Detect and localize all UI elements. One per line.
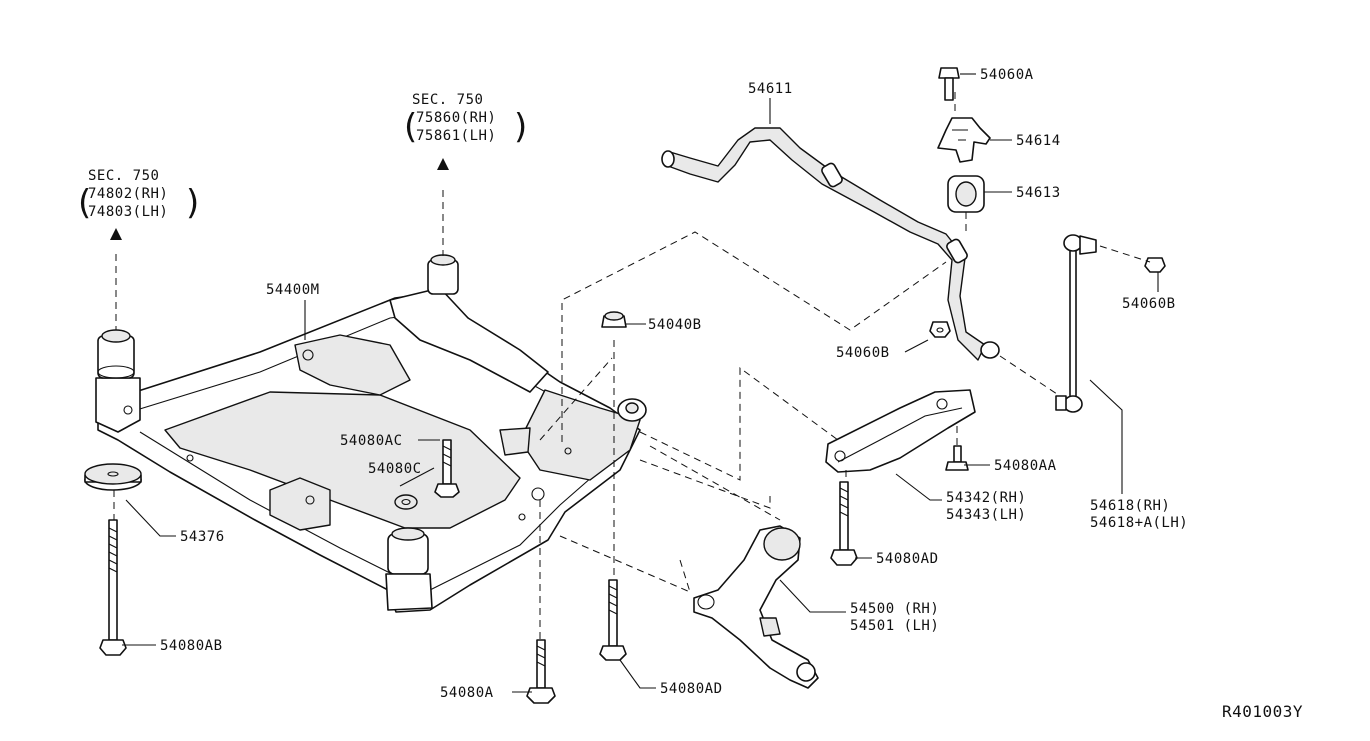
bolt-54080AD-lower: [599, 579, 627, 661]
stabilizer-bar: [661, 127, 1000, 361]
label-54500-rh: 54500 (RH): [850, 601, 939, 617]
bushing-54613: [947, 175, 985, 213]
label-sec750-mid-1: SEC. 750: [412, 92, 483, 108]
washer-54080C: [394, 494, 418, 510]
arrow-up-icon: [110, 158, 449, 240]
paren-right: ): [186, 183, 200, 223]
bolt-54080AA: [945, 445, 969, 471]
label-54080AD-lower: 54080AD: [660, 681, 723, 697]
label-54080A: 54080A: [440, 685, 494, 701]
bolt-54080AB: [99, 519, 127, 656]
label-sec750-left-2: 74802(RH): [88, 186, 168, 202]
nut-54040B: [601, 311, 627, 328]
suspension-member: [97, 287, 641, 613]
washer-54376: [84, 463, 142, 491]
paren-right-2: ): [514, 107, 528, 147]
label-54501-lh: 54501 (LH): [850, 618, 939, 634]
bolt-54060A: [938, 67, 960, 101]
label-54080C: 54080C: [368, 461, 422, 477]
bracket-54342: [825, 389, 976, 473]
bushing-mount-front: [427, 254, 459, 295]
label-sec750-mid-2: 75860(RH): [416, 110, 496, 126]
label-54080AD-right: 54080AD: [876, 551, 939, 567]
clamp-54614: [937, 117, 991, 163]
lower-control-arm: [693, 525, 819, 689]
label-sec750-mid-3: 75861(LH): [416, 128, 496, 144]
label-54618-lh: 54618+A(LH): [1090, 515, 1188, 531]
bushing-mount-rear: [385, 527, 433, 611]
stabilizer-link: [1055, 234, 1097, 413]
label-54611: 54611: [748, 81, 793, 97]
paren-left: (: [78, 183, 92, 223]
construction-lines: [113, 92, 1151, 640]
label-sec750-left-1: SEC. 750: [88, 168, 159, 184]
nut-54060B-right: [1144, 257, 1166, 273]
callout-labels: SEC. 750 74802(RH) 74803(LH) ( ) SEC. 75…: [78, 67, 1303, 721]
label-54400M: 54400M: [266, 282, 320, 298]
bushing-mount-left: [95, 329, 141, 433]
frame-bushing: [617, 398, 647, 422]
label-54080AB: 54080AB: [160, 638, 223, 654]
label-54040B: 54040B: [648, 317, 702, 333]
label-sec750-left-3: 74803(LH): [88, 204, 168, 220]
label-54343-lh: 54343(LH): [946, 507, 1026, 523]
label-54060B-right: 54060B: [1122, 296, 1176, 312]
label-54060A: 54060A: [980, 67, 1034, 83]
label-54614: 54614: [1016, 133, 1061, 149]
diagram-code: R401003Y: [1222, 702, 1303, 721]
label-54080AC: 54080AC: [340, 433, 403, 449]
label-54060B-mid: 54060B: [836, 345, 890, 361]
label-54376: 54376: [180, 529, 225, 545]
label-54342-rh: 54342(RH): [946, 490, 1026, 506]
paren-left-2: (: [404, 107, 418, 147]
bolt-54080AD-right: [830, 481, 858, 566]
nut-54060B-mid: [929, 321, 951, 338]
bolt-54080AC: [434, 439, 460, 498]
bolt-54080A: [526, 639, 556, 704]
label-54613: 54613: [1016, 185, 1061, 201]
label-54618-rh: 54618(RH): [1090, 498, 1170, 514]
label-54080AA: 54080AA: [994, 458, 1057, 474]
leader-lines: [122, 73, 1159, 693]
